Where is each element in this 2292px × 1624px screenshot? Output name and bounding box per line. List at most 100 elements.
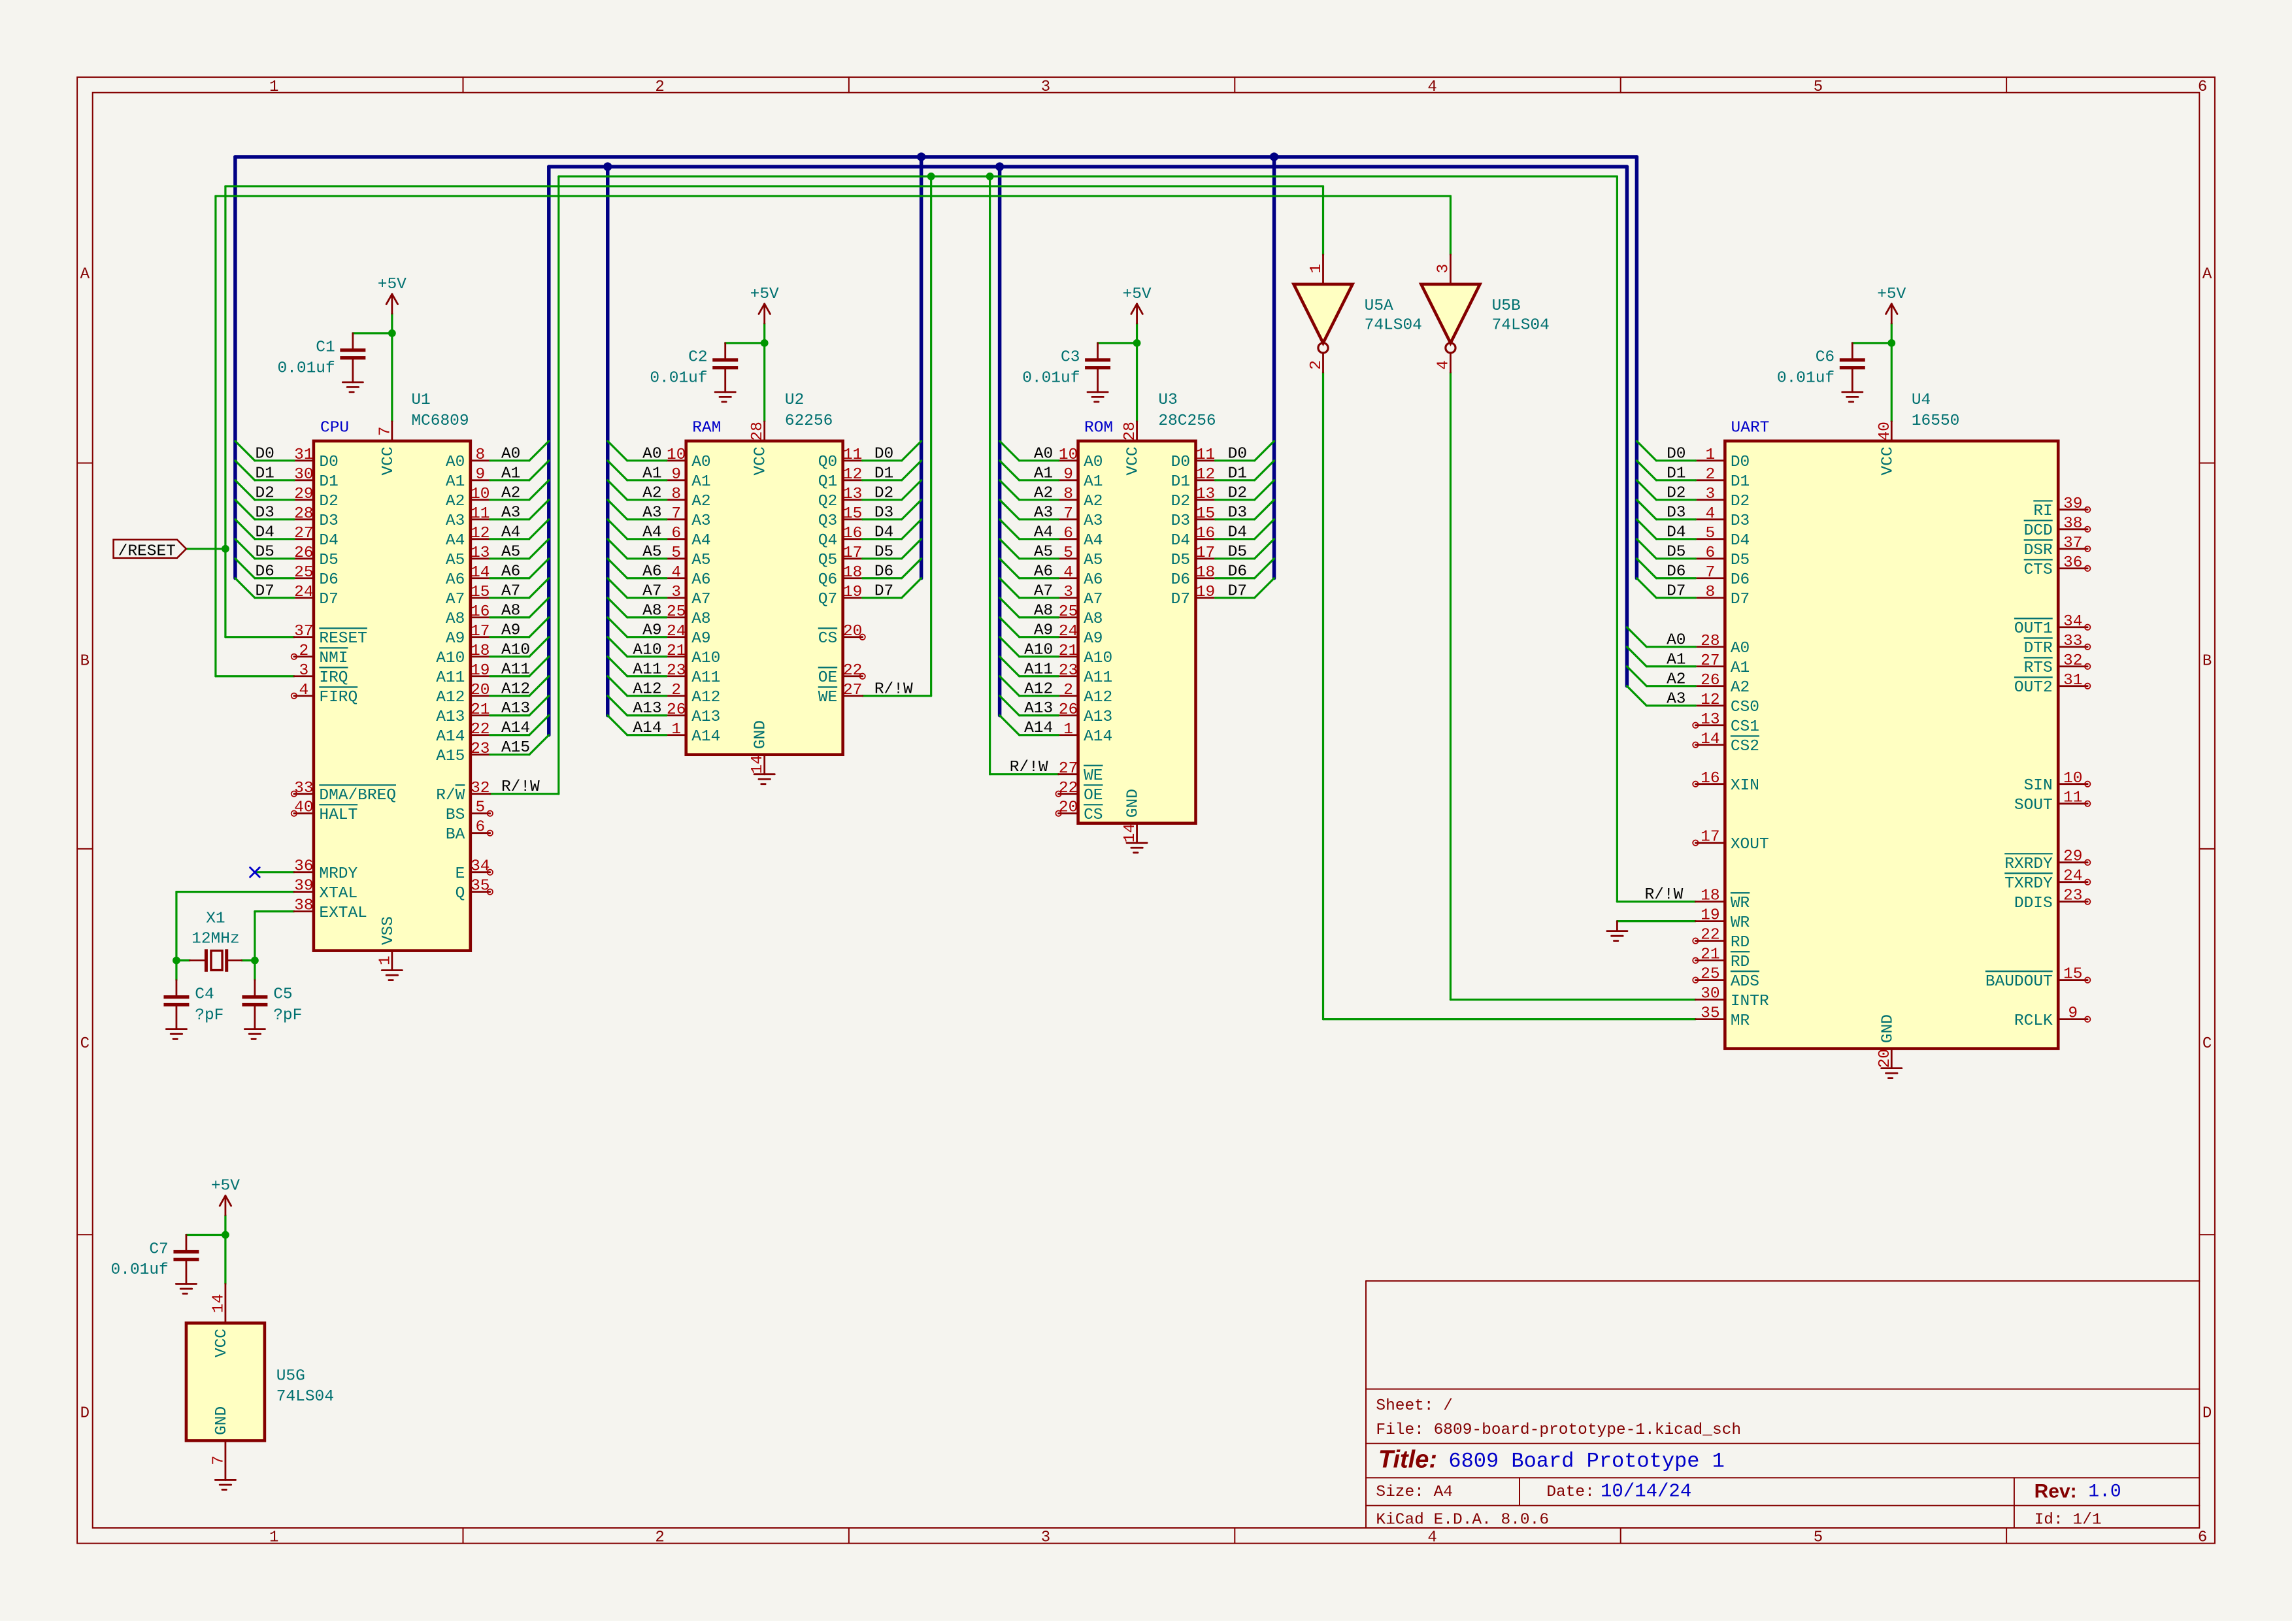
svg-text:8: 8 xyxy=(1705,584,1715,601)
svg-text:CS: CS xyxy=(818,630,837,648)
svg-text:0.01uf: 0.01uf xyxy=(1777,370,1835,388)
svg-text:A10: A10 xyxy=(633,641,661,659)
svg-text:3: 3 xyxy=(299,662,309,680)
svg-text:R/!W: R/!W xyxy=(874,680,913,698)
svg-text:3: 3 xyxy=(1705,486,1715,503)
svg-text:A2: A2 xyxy=(1731,679,1750,697)
svg-text:4: 4 xyxy=(1705,505,1715,523)
svg-text:CS1: CS1 xyxy=(1731,718,1759,736)
svg-text:Q1: Q1 xyxy=(818,473,837,491)
svg-text:A5: A5 xyxy=(691,552,710,569)
svg-text:XIN: XIN xyxy=(1731,777,1759,795)
svg-text:16550: 16550 xyxy=(1912,412,1960,430)
svg-text:A: A xyxy=(80,266,90,284)
svg-text:MC6809: MC6809 xyxy=(411,412,469,430)
svg-text:16: 16 xyxy=(1196,525,1215,542)
svg-text:D5: D5 xyxy=(1171,552,1190,569)
svg-text:A8: A8 xyxy=(1034,602,1053,620)
svg-text:RAM: RAM xyxy=(692,420,721,437)
svg-text:RI: RI xyxy=(2033,503,2052,520)
svg-text:CS: CS xyxy=(1084,806,1103,824)
svg-text:A3: A3 xyxy=(446,512,465,530)
svg-text:WE: WE xyxy=(1084,767,1103,785)
svg-text:34: 34 xyxy=(471,858,490,876)
svg-text:A0: A0 xyxy=(1034,445,1053,463)
svg-text:22: 22 xyxy=(1059,780,1078,797)
svg-text:18: 18 xyxy=(1196,564,1215,582)
svg-text:25: 25 xyxy=(667,603,686,621)
svg-text:RESET: RESET xyxy=(319,630,367,648)
svg-text:A2: A2 xyxy=(1034,484,1053,502)
svg-text:D5: D5 xyxy=(1228,543,1247,561)
svg-text:VCC: VCC xyxy=(213,1329,231,1357)
svg-text:0.01uf: 0.01uf xyxy=(1022,370,1080,388)
svg-text:A1: A1 xyxy=(1667,651,1686,669)
svg-text:A14: A14 xyxy=(1084,728,1112,746)
svg-text:C7: C7 xyxy=(149,1240,168,1258)
svg-text:Q4: Q4 xyxy=(818,532,837,550)
svg-text:D6: D6 xyxy=(874,563,893,580)
svg-text:U4: U4 xyxy=(1912,391,1931,409)
svg-text:CTS: CTS xyxy=(2024,561,2053,579)
svg-text:A9: A9 xyxy=(642,621,661,639)
svg-text:A5: A5 xyxy=(1034,543,1053,561)
svg-text:13: 13 xyxy=(1701,711,1719,729)
svg-text:A12: A12 xyxy=(1084,689,1112,706)
svg-text:RD: RD xyxy=(1731,934,1750,952)
svg-text:A8: A8 xyxy=(501,602,520,620)
svg-text:9: 9 xyxy=(671,466,681,484)
svg-text:12: 12 xyxy=(843,466,862,484)
svg-text:SOUT: SOUT xyxy=(2014,797,2053,814)
svg-text:10: 10 xyxy=(2063,770,2082,787)
svg-text:6: 6 xyxy=(2198,78,2207,96)
svg-text:IRQ: IRQ xyxy=(319,669,348,687)
svg-text:A2: A2 xyxy=(1667,671,1686,688)
svg-text:A3: A3 xyxy=(1084,512,1103,530)
svg-text:D2: D2 xyxy=(1228,484,1247,502)
svg-text:14: 14 xyxy=(1701,731,1719,748)
svg-text:DMA/BREQ: DMA/BREQ xyxy=(319,787,396,804)
svg-text:D4: D4 xyxy=(1667,523,1686,541)
svg-text:W: W xyxy=(456,787,465,804)
svg-text:74LS04: 74LS04 xyxy=(1492,317,1550,335)
svg-text:U5B: U5B xyxy=(1492,297,1521,315)
svg-text:D1: D1 xyxy=(319,473,338,491)
svg-text:4: 4 xyxy=(671,564,681,582)
svg-text:25: 25 xyxy=(1059,603,1078,621)
svg-text:NMI: NMI xyxy=(319,650,348,667)
svg-text:Q2: Q2 xyxy=(818,493,837,510)
svg-text:A11: A11 xyxy=(1024,661,1053,678)
svg-text:12: 12 xyxy=(1701,691,1719,709)
svg-text:21: 21 xyxy=(471,701,490,719)
svg-text:10: 10 xyxy=(667,446,686,464)
svg-text:17: 17 xyxy=(471,623,490,640)
svg-text:GND: GND xyxy=(213,1406,231,1435)
svg-text:A9: A9 xyxy=(501,621,520,639)
svg-text:11: 11 xyxy=(2063,789,2082,807)
svg-text:A7: A7 xyxy=(1084,591,1103,608)
svg-text:EXTAL: EXTAL xyxy=(319,904,367,922)
svg-text:C2: C2 xyxy=(688,349,707,367)
svg-text:16: 16 xyxy=(843,525,862,542)
svg-text:A9: A9 xyxy=(446,630,465,648)
svg-text:1: 1 xyxy=(376,955,394,965)
svg-text:17: 17 xyxy=(843,544,862,562)
svg-text:D7: D7 xyxy=(874,582,893,600)
svg-text:7: 7 xyxy=(376,426,394,436)
svg-text:D: D xyxy=(80,1405,90,1423)
svg-text:11: 11 xyxy=(843,446,862,464)
svg-text:Id: 1/1: Id: 1/1 xyxy=(2035,1512,2102,1529)
svg-text:D4: D4 xyxy=(874,523,893,541)
svg-text:Q5: Q5 xyxy=(818,552,837,569)
svg-text:R/!W: R/!W xyxy=(1010,759,1048,776)
svg-text:D0: D0 xyxy=(1171,454,1190,471)
svg-text:ROM: ROM xyxy=(1084,420,1113,437)
svg-text:A4: A4 xyxy=(501,523,520,541)
svg-text:D2: D2 xyxy=(874,484,893,502)
svg-text:A8: A8 xyxy=(446,610,465,628)
svg-text:A4: A4 xyxy=(1084,532,1103,550)
svg-text:C6: C6 xyxy=(1816,349,1835,367)
svg-text:TXRDY: TXRDY xyxy=(2004,875,2053,893)
svg-text:KiCad E.D.A. 8.0.6: KiCad E.D.A. 8.0.6 xyxy=(1376,1512,1549,1529)
svg-text:DCD: DCD xyxy=(2024,522,2053,540)
